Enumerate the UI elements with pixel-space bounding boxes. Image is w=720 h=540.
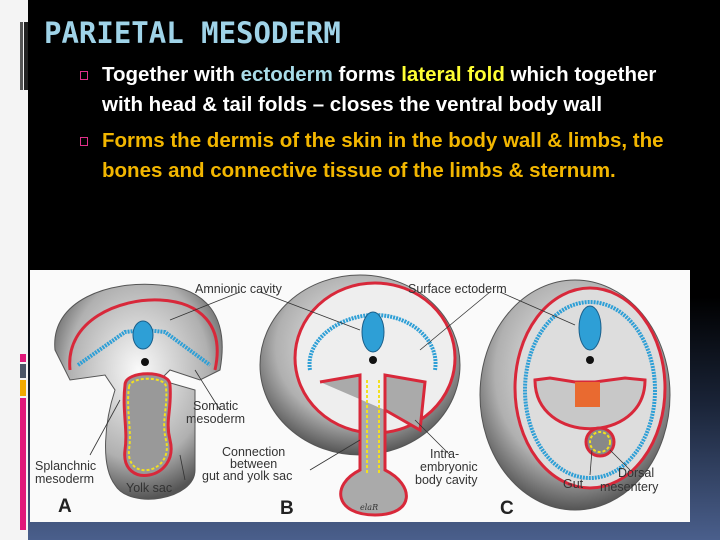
panel-label-b: B bbox=[280, 498, 294, 519]
label-splanchnic-mesoderm: Splanchnic bbox=[35, 459, 96, 473]
slide-title: PARIETAL MESODERM bbox=[44, 16, 341, 50]
decor-bar-orange bbox=[20, 380, 26, 396]
decor-bar-pink bbox=[20, 354, 26, 362]
bullet-text: forms bbox=[332, 63, 402, 86]
bullet-item: Forms the dermis of the skin in the body… bbox=[80, 126, 680, 186]
decor-bar bbox=[24, 22, 28, 90]
label-dorsal-mesentery: mesentery bbox=[600, 480, 659, 494]
embryo-folding-diagram: Amnionic cavity Surface ectoderm Somatic… bbox=[30, 270, 690, 522]
bullet-marker-icon bbox=[80, 71, 88, 80]
label-connection: between bbox=[230, 457, 277, 471]
panel-c-embryo bbox=[479, 279, 671, 511]
bullet-text: Forms the dermis of the skin in the body… bbox=[102, 129, 664, 182]
leader-lines bbox=[89, 291, 631, 481]
label-connection: Connection bbox=[222, 445, 285, 459]
bullet-marker-icon bbox=[80, 137, 88, 146]
bullet-text: which together with head & tail folds – … bbox=[102, 63, 657, 116]
panel-label-a: A bbox=[58, 496, 72, 517]
label-gut: Gut bbox=[563, 477, 584, 491]
panel-label-c: C bbox=[500, 498, 514, 519]
label-connection: gut and yolk sac bbox=[202, 469, 292, 483]
bullet-text-lateral-fold: lateral fold bbox=[401, 63, 505, 86]
label-somatic-mesoderm: Somatic bbox=[193, 399, 238, 413]
label-yolk-sac: Yolk sac bbox=[126, 481, 172, 495]
label-amnionic-cavity: Amnionic cavity bbox=[195, 282, 283, 296]
label-dorsal-mesentery: Dorsal bbox=[618, 466, 654, 480]
bullet-list: Together with ectoderm forms lateral fol… bbox=[80, 60, 680, 192]
label-somatic-mesoderm: mesoderm bbox=[186, 412, 245, 426]
artist-signature: elaR bbox=[360, 503, 378, 512]
label-surface-ectoderm: Surface ectoderm bbox=[408, 282, 507, 296]
decor-bar-gray bbox=[20, 364, 26, 378]
bullet-item: Together with ectoderm forms lateral fol… bbox=[80, 60, 680, 120]
decor-bar-pink bbox=[20, 398, 26, 530]
bullet-text-ectoderm: ectoderm bbox=[240, 63, 333, 86]
label-intraembryonic-cavity: embryonic bbox=[420, 460, 478, 474]
bullet-text: Together with bbox=[102, 63, 241, 86]
label-intraembryonic-cavity: body cavity bbox=[415, 473, 478, 487]
label-splanchnic-mesoderm: mesoderm bbox=[35, 472, 94, 486]
panel-a-embryo bbox=[54, 283, 223, 500]
label-intraembryonic-cavity: Intra- bbox=[430, 447, 459, 461]
decor-bar bbox=[20, 22, 23, 90]
